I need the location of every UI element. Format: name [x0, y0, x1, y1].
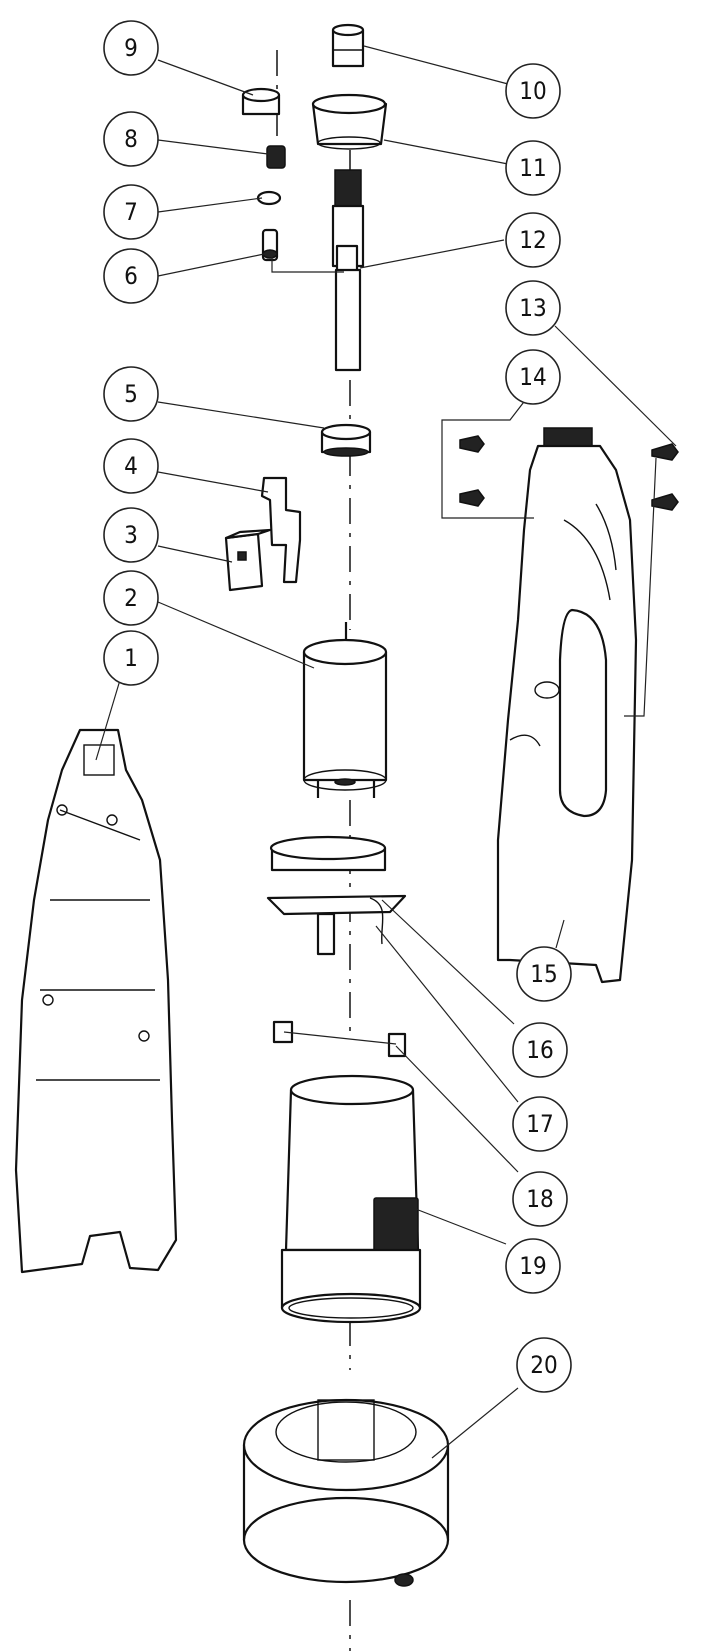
callout-2: 2 [103, 570, 159, 626]
callout-13-label: 13 [519, 294, 546, 322]
callout-14: 14 [505, 349, 561, 405]
callout-11: 11 [505, 140, 561, 196]
part-2-motor [302, 622, 388, 798]
callout-14-label: 14 [519, 363, 546, 391]
part-10-cap [331, 23, 365, 68]
callout-6-label: 6 [124, 262, 138, 290]
callout-3-label: 3 [124, 521, 138, 549]
part-14-screws [459, 435, 485, 507]
part-3-switch-block [224, 528, 272, 592]
callout-1-label: 1 [124, 644, 138, 672]
callout-4-label: 4 [124, 452, 138, 480]
callout-18-label: 18 [526, 1185, 553, 1213]
part-17-wire [369, 897, 384, 945]
callout-4: 4 [103, 438, 159, 494]
callout-6: 6 [103, 248, 159, 304]
callout-19: 19 [505, 1238, 561, 1294]
callout-15-label: 15 [530, 960, 557, 988]
callout-9-label: 9 [124, 34, 138, 62]
callout-16-label: 16 [526, 1036, 553, 1064]
part-1-housing-left [14, 728, 178, 1274]
part-9-ring [241, 87, 281, 116]
callout-1: 1 [103, 630, 159, 686]
callout-11-label: 11 [519, 154, 546, 182]
callout-20: 20 [516, 1337, 572, 1393]
callout-7: 7 [103, 184, 159, 240]
callout-10-label: 10 [519, 77, 546, 105]
part-6-pin [261, 228, 279, 262]
part-15-housing-right [496, 427, 638, 984]
part-5-bearing [320, 423, 372, 457]
callout-12-label: 12 [519, 226, 546, 254]
callout-2-label: 2 [124, 584, 138, 612]
part-18-contact-tabs [272, 1020, 407, 1058]
callout-9: 9 [103, 20, 159, 76]
part-8-spring [266, 145, 286, 169]
part-12-shaft [331, 169, 365, 372]
callout-17: 17 [512, 1096, 568, 1152]
callout-18: 18 [512, 1171, 568, 1227]
callout-13: 13 [505, 280, 561, 336]
callout-16: 16 [512, 1022, 568, 1078]
part-19-battery [280, 1074, 422, 1324]
callout-20-label: 20 [530, 1351, 557, 1379]
callout-3: 3 [103, 507, 159, 563]
callout-5-label: 5 [124, 380, 138, 408]
callout-10: 10 [505, 63, 561, 119]
callout-8-label: 8 [124, 125, 138, 153]
part-13-screws [651, 443, 679, 511]
callout-19-label: 19 [519, 1252, 546, 1280]
part-11-collar-nut [311, 93, 388, 150]
callout-15: 15 [516, 946, 572, 1002]
part-4-bracket [260, 476, 302, 584]
part-20-charger-base [242, 1398, 450, 1587]
callout-17-label: 17 [526, 1110, 553, 1138]
callout-7-label: 7 [124, 198, 138, 226]
part-16-contact-plate [266, 835, 407, 956]
callout-5: 5 [103, 366, 159, 422]
leader-lines [95, 45, 677, 1459]
callout-8: 8 [103, 111, 159, 167]
callout-12: 12 [505, 212, 561, 268]
